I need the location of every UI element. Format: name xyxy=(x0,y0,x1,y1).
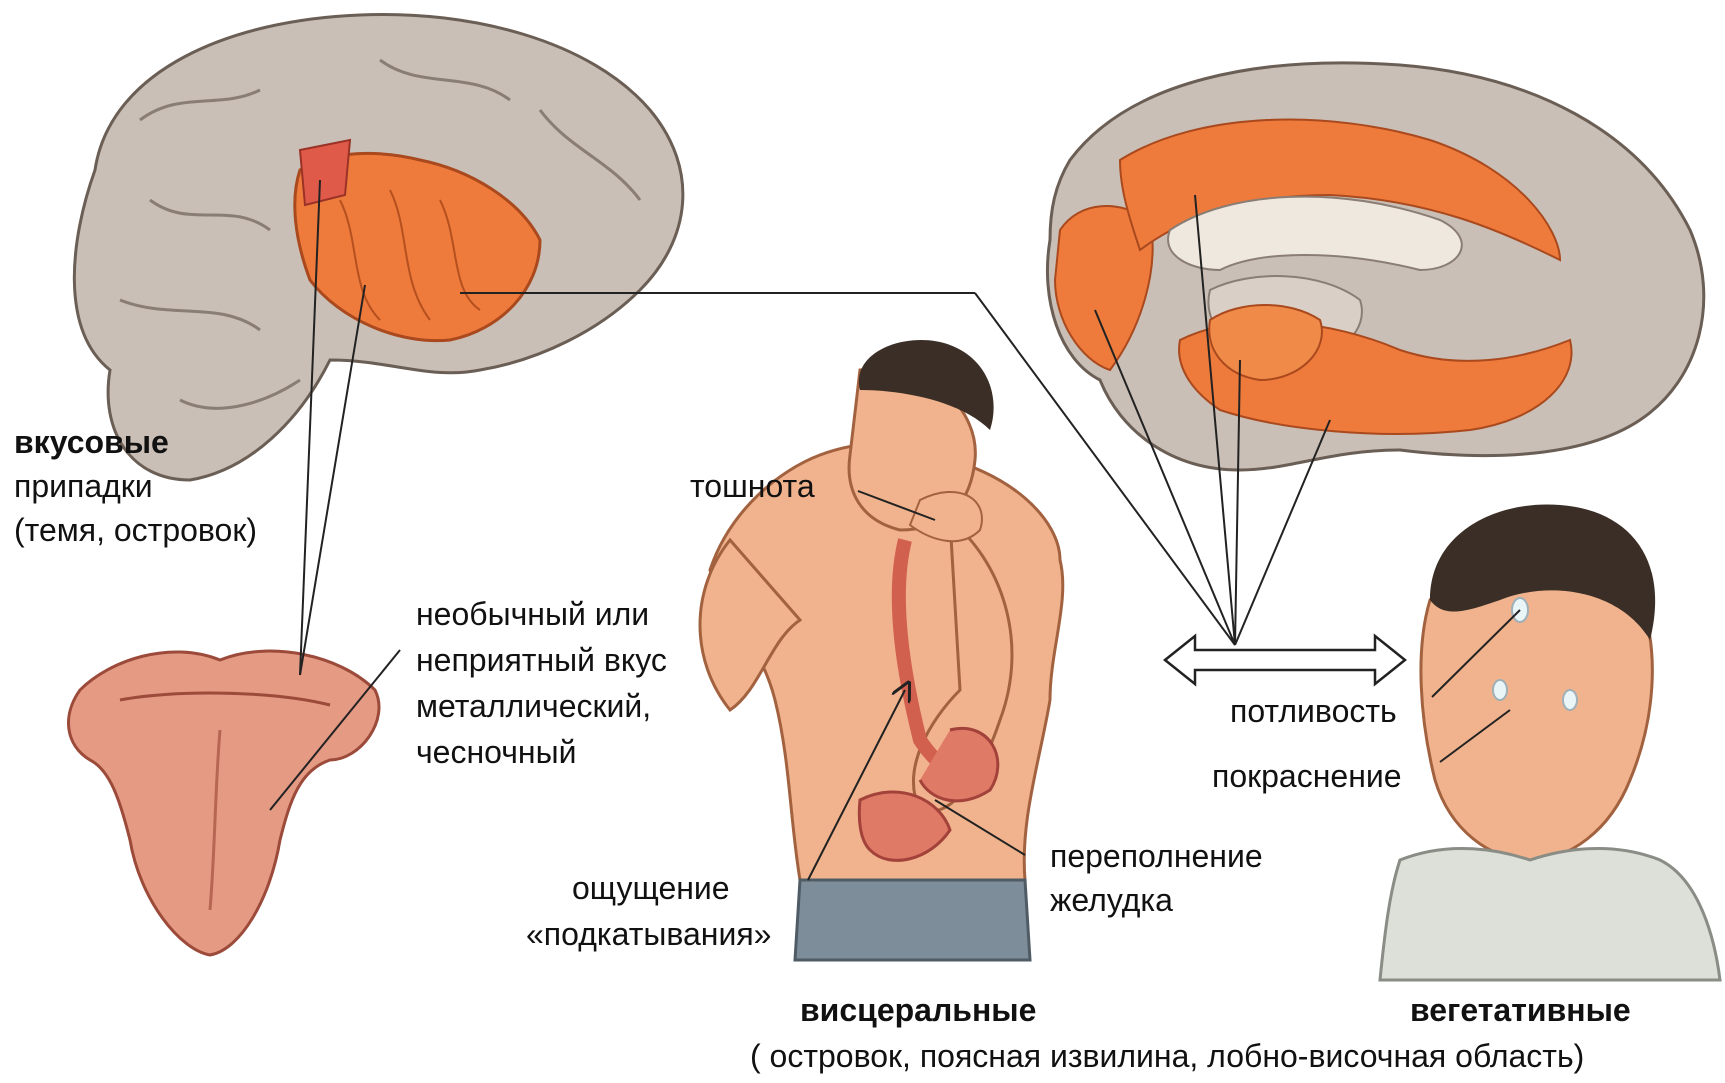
vegetative-heading: вегетативные xyxy=(1410,990,1631,1030)
sweating-man-image xyxy=(1380,504,1720,980)
lateral-brain-image xyxy=(74,14,683,480)
unusual-taste-label-4: чесночный xyxy=(416,732,576,772)
tongue-image xyxy=(69,651,379,955)
stomach-fullness-label-2: желудка xyxy=(1050,880,1173,920)
visceral-heading: висцеральные xyxy=(800,990,1036,1030)
rising-sensation-label-2: «подкатывания» xyxy=(526,914,771,954)
brain-regions-caption: ( островок, поясная извилина, лобно-висо… xyxy=(750,1036,1584,1076)
rising-sensation-label-1: ощущение xyxy=(572,868,730,908)
unusual-taste-label-3: металлический, xyxy=(416,686,651,726)
redness-label: покраснение xyxy=(1212,756,1402,796)
double-arrow-icon xyxy=(1165,636,1405,684)
taste-seizures-title: вкусовые xyxy=(14,422,169,462)
taste-seizures-subtitle: припадки xyxy=(14,466,153,506)
stomach-fullness-label-1: переполнение xyxy=(1050,836,1263,876)
medial-brain-image xyxy=(1047,63,1703,470)
man-nausea-image xyxy=(700,340,1063,960)
nausea-label: тошнота xyxy=(690,466,815,506)
unusual-taste-label-1: необычный или xyxy=(416,594,649,634)
taste-seizures-regions: (темя, островок) xyxy=(14,510,257,550)
sweating-label: потливость xyxy=(1230,691,1397,731)
unusual-taste-label-2: неприятный вкус xyxy=(416,640,667,680)
